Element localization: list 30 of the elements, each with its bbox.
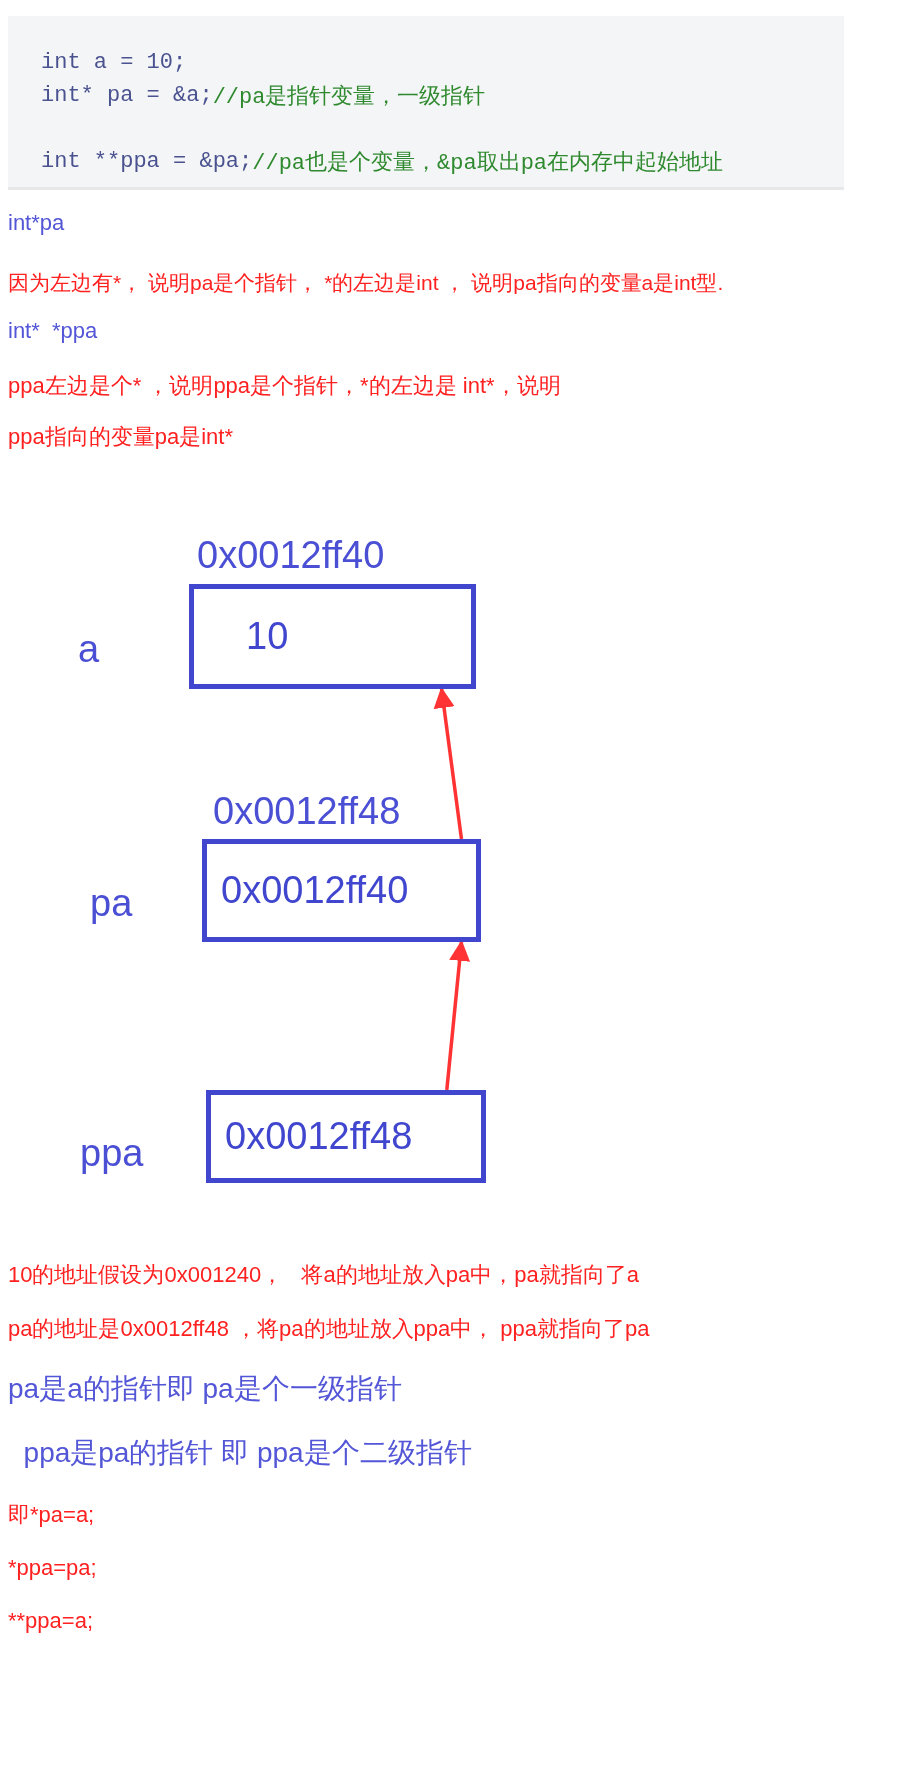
variable-name: a <box>78 630 100 668</box>
note-text: **ppa=a; <box>8 1608 94 1635</box>
note-text: 10的地址假设为0x001240， 将a的地址放入pa中，pa就指向了a <box>8 1262 639 1289</box>
arrow <box>433 686 464 840</box>
note-text: pa是a的指针即 pa是个一级指针 <box>8 1372 402 1406</box>
memory-cell <box>206 1090 486 1183</box>
note-text: 因为左边有*， 说明pa是个指针， *的左边是int ， 说明pa指向的变量a是int型. <box>8 270 724 296</box>
note-text: int* *ppa <box>8 318 98 345</box>
variable-name: pa <box>90 884 133 922</box>
code-comment: //pa也是个变量，&pa取出pa在内存中起始地址 <box>252 149 724 177</box>
note-text: ppa是pa的指针 即 ppa是个二级指针 <box>22 1436 472 1470</box>
note-text: int*pa <box>8 210 65 237</box>
code-comment: //pa是指针变量，一级指针 <box>212 83 486 111</box>
note-text: pa的地址是0x0012ff48 ，将pa的地址放入ppa中， ppa就指向了pa <box>8 1316 650 1343</box>
note-text: 即*pa=a; <box>8 1502 95 1529</box>
cell-value: 0x0012ff40 <box>221 869 409 912</box>
memory-cell <box>202 839 481 942</box>
code-line: int* pa = &a; <box>41 83 213 108</box>
note-text: ppa左边是个* ，说明ppa是个指针，*的左边是 int*，说明 <box>8 373 561 400</box>
note-text: ppa指向的变量pa是int* <box>8 424 233 451</box>
code-line: int **ppa = &pa; <box>41 149 253 174</box>
code-line: int a = 10; <box>41 50 187 75</box>
note-text: *ppa=pa; <box>8 1555 97 1582</box>
address-label: 0x0012ff40 <box>197 536 385 574</box>
arrow <box>445 939 471 1091</box>
cell-value: 0x0012ff48 <box>225 1115 413 1158</box>
address-label: 0x0012ff48 <box>213 792 401 830</box>
memory-cell <box>189 584 476 689</box>
variable-name: ppa <box>80 1134 144 1172</box>
cell-value: 10 <box>246 615 289 658</box>
